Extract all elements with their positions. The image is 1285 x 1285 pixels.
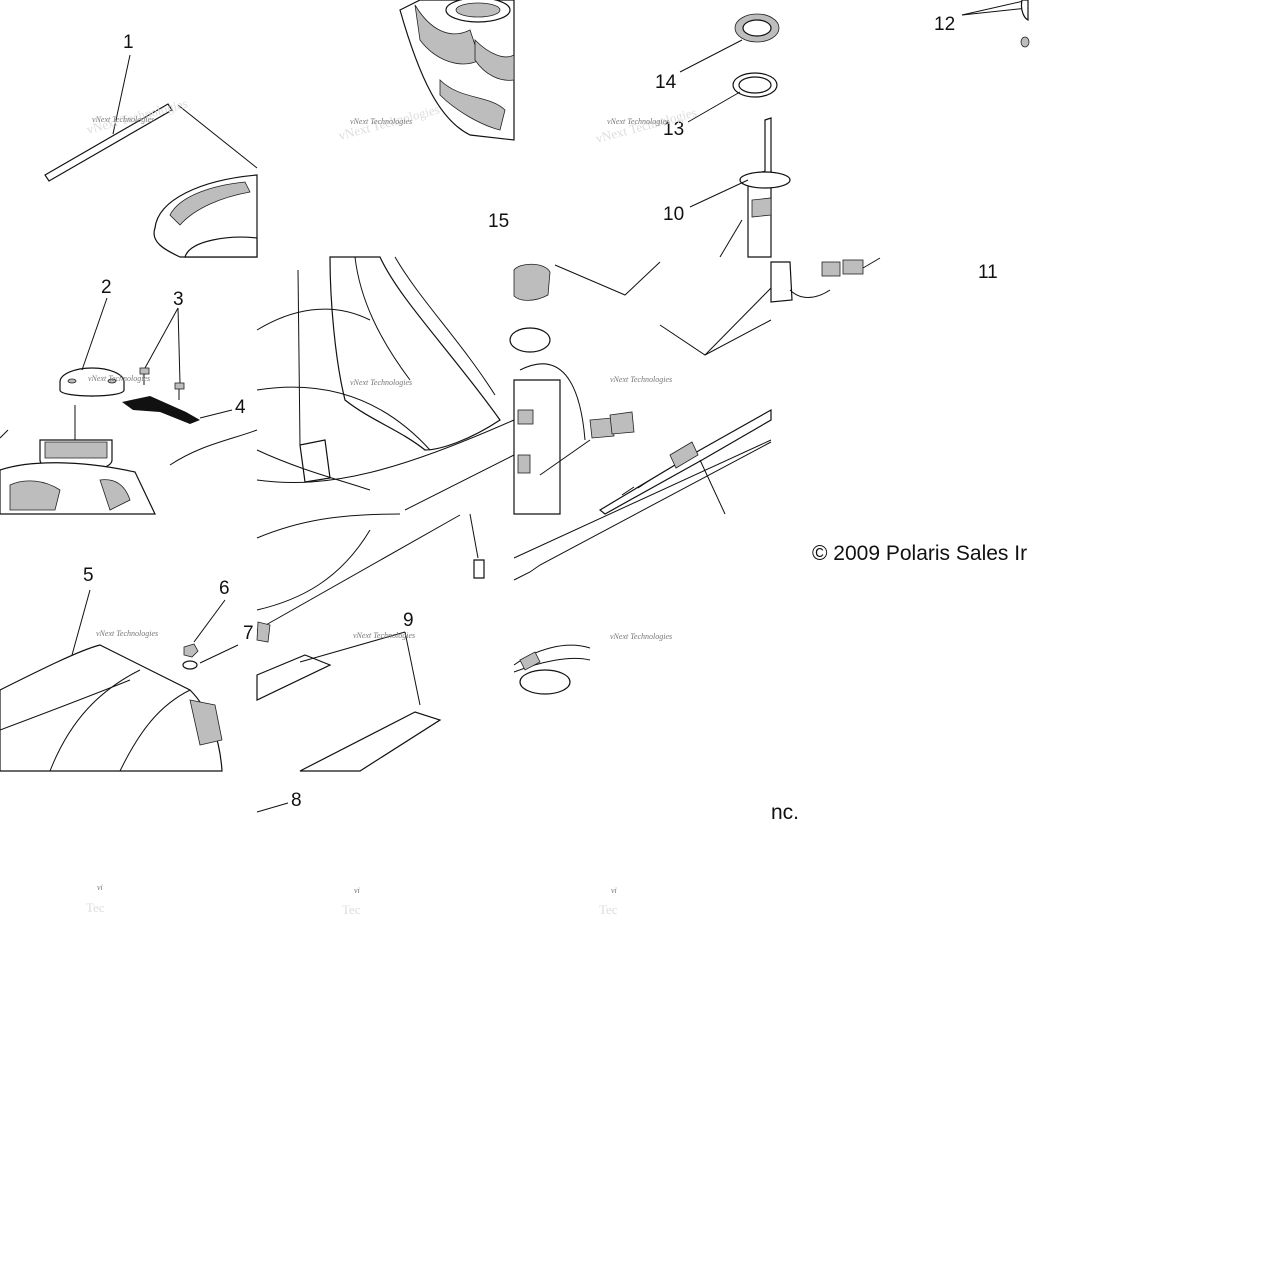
callout-14: 14 — [655, 72, 677, 93]
callout-1: 1 — [123, 32, 134, 53]
part-10-fuel-pump — [689, 117, 791, 258]
callout-10: 10 — [663, 204, 684, 225]
callout-12: 12 — [934, 14, 955, 35]
callout-9: 9 — [403, 610, 414, 631]
callout-6: 6 — [219, 578, 230, 599]
part-9-pads — [256, 513, 485, 772]
watermark-fragment: vi — [611, 886, 617, 895]
callout-8: 8 — [291, 790, 302, 811]
callout-7: 7 — [243, 623, 254, 644]
copyright-text: © 2009 Polaris Sales Ir — [812, 542, 1027, 565]
part-3-screws — [139, 307, 185, 400]
watermark-fragment: vi — [354, 886, 360, 895]
part-7-washer — [182, 644, 239, 670]
watermark-fragment: Tec — [599, 902, 618, 917]
fuel-tank-body — [256, 256, 515, 511]
watermark-fragment: Tec — [342, 902, 361, 917]
part-4-bracket — [122, 396, 233, 424]
watermark: vNext Technologies — [353, 631, 415, 640]
callout-15: 15 — [488, 211, 509, 232]
callout-2: 2 — [101, 277, 112, 298]
watermark: vNext Technologies — [88, 374, 150, 383]
watermark: vNext Technologies — [607, 117, 669, 126]
watermark: vNext Technologies — [350, 117, 412, 126]
part-2-fuel-cap — [59, 297, 125, 440]
part-8-leader — [256, 802, 289, 813]
watermark: vNext Technologies — [96, 629, 158, 638]
callout-11: 11 — [978, 262, 998, 283]
part-5-fuel-tank-lower — [0, 589, 223, 772]
part-14-lock-ring — [679, 13, 780, 73]
pump-base — [513, 439, 772, 695]
copyright-tail: nc. — [771, 801, 799, 824]
part-1-fuel-line — [44, 54, 258, 258]
watermark: vNext Technologies — [350, 378, 412, 387]
part-15-fuel-tank-top — [399, 0, 515, 141]
callout-13: 13 — [663, 119, 684, 140]
part-11-wire-harness — [770, 257, 881, 303]
part-12-clamp — [961, 0, 1030, 48]
watermark-fragment: Tec — [86, 900, 105, 915]
watermark: vNext Technologies — [92, 115, 154, 124]
callout-5: 5 — [83, 565, 94, 586]
pump-module-assembly — [509, 261, 772, 515]
watermark-fragment: vi — [97, 883, 103, 892]
part-6-nut — [183, 599, 226, 658]
fuel-tank-neck — [0, 429, 258, 515]
watermark: vNext Technologies — [610, 375, 672, 384]
callout-4: 4 — [235, 397, 246, 418]
callout-3: 3 — [173, 289, 184, 310]
part-13-seal — [687, 72, 778, 123]
watermark: vNext Technologies — [610, 632, 672, 641]
